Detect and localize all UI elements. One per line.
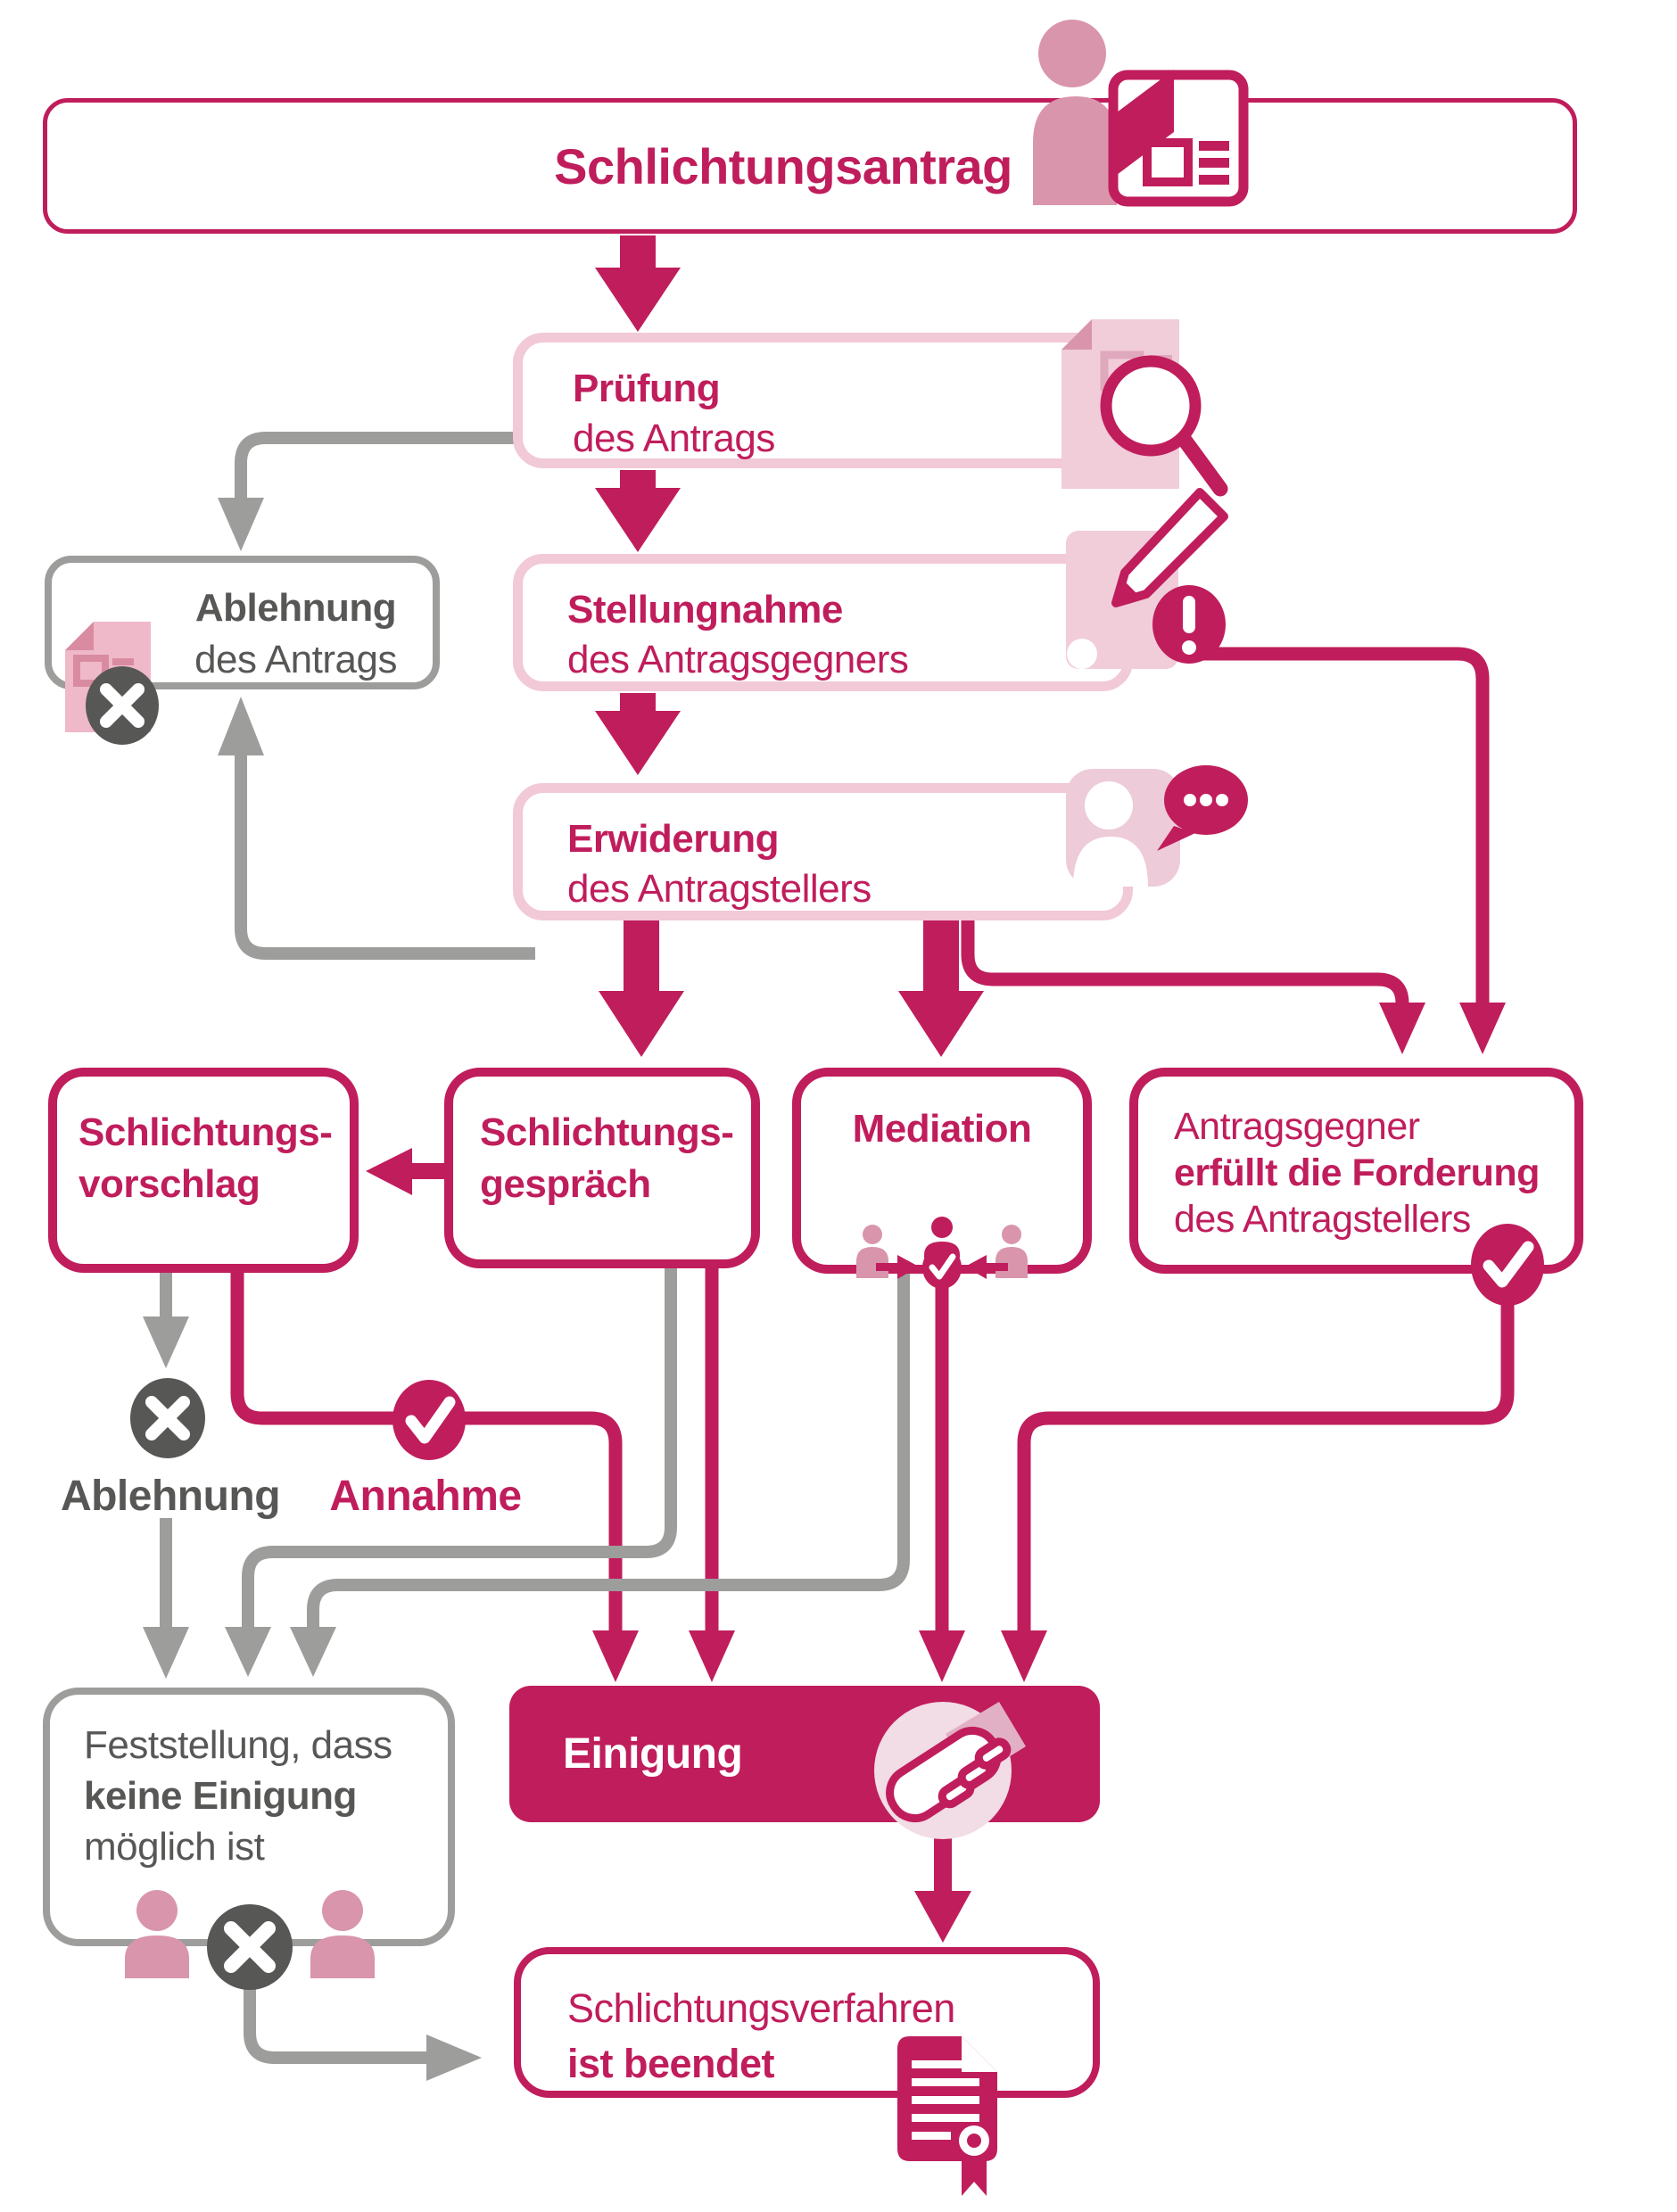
path-erwiderung-to-ablehnung [235, 754, 535, 960]
node-feststellung-line2: keine Einigung [84, 1774, 357, 1818]
arrowhead [592, 1630, 639, 1682]
arrowhead [1001, 1630, 1047, 1682]
node-pruefung-line2: des Antrags [573, 417, 775, 460]
path-gespraech-to-feststellung [242, 1258, 677, 1629]
arrowhead [595, 488, 681, 552]
arrowhead [426, 2035, 482, 2081]
arrowhead [898, 991, 984, 1057]
node-schlichtungsantrag-label: Schlichtungsantrag [554, 137, 1012, 194]
arrowhead [143, 1627, 189, 1679]
node-verfahren-beendet: Schlichtungsverfahren ist beendet [514, 1947, 1100, 2098]
node-schlichtungsgespraech: Schlichtungs- gespräch [444, 1068, 760, 1268]
check-circle-icon [392, 1380, 466, 1460]
path-feststellung-to-beendet [244, 1985, 426, 2064]
arrow-einigung-beendet [914, 1836, 971, 1943]
node-einigung-label: Einigung [563, 1730, 743, 1778]
node-pruefung-line1: Prüfung [573, 367, 721, 410]
node-schlichtungsantrag: Schlichtungsantrag [43, 98, 1577, 234]
node-pruefung: Prüfung des Antrags [513, 333, 1133, 468]
node-ablehnung-des-antrags: Ablehnung des Antrags [45, 556, 440, 689]
path-mediation-to-feststellung [307, 1271, 910, 1629]
arrowhead [218, 498, 264, 551]
label-annahme: Annahme [329, 1473, 522, 1520]
cross-circle-icon [130, 1378, 205, 1458]
node-stellungnahme-line1: Stellungnahme [567, 588, 843, 631]
node-schlichtungsvorschlag: Schlichtungs- vorschlag [48, 1068, 359, 1273]
label-ablehnung: Ablehnung [60, 1473, 281, 1520]
node-gespraech-line1: Schlichtungs- [480, 1110, 734, 1154]
node-erwiderung-line2: des Antragstellers [567, 867, 872, 911]
node-stellungnahme: Stellungnahme des Antragsgegners [513, 554, 1133, 691]
node-erwiderung: Erwiderung des Antragstellers [513, 783, 1133, 920]
node-erfuellung-line3: des Antragstellers [1174, 1198, 1471, 1241]
node-beendet-line2: ist beendet [567, 2041, 775, 2086]
arrowhead [290, 1627, 336, 1677]
node-feststellung-line1: Feststellung, dass [84, 1723, 392, 1767]
arrowhead [689, 1630, 735, 1682]
path-erfuellung-to-einigung [1017, 1300, 1515, 1632]
node-mediation-label: Mediation [852, 1107, 1032, 1151]
node-erfuellung-line1: Antragsgegner [1174, 1105, 1420, 1148]
path-stellungnahme-to-erfuellung [1124, 647, 1490, 1003]
node-vorschlag-line1: Schlichtungs- [78, 1110, 333, 1154]
node-erwiderung-line1: Erwiderung [567, 817, 780, 861]
arrowhead [595, 268, 681, 332]
node-stellungnahme-line2: des Antragsgegners [567, 638, 909, 681]
node-feststellung: Feststellung, dass keine Einigung möglic… [43, 1688, 455, 1946]
path-vorschlag-annahme-to-einigung [230, 1265, 623, 1632]
node-feststellung-line3: möglich ist [84, 1825, 265, 1869]
node-erfuellung-line2: erfüllt die Forderung [1174, 1151, 1540, 1194]
path-erwiderung-to-erfuellung [961, 910, 1409, 1004]
arrowhead [1379, 1003, 1425, 1054]
arrowhead [218, 697, 264, 755]
arrowhead [1459, 1003, 1506, 1054]
arrowhead [599, 991, 684, 1057]
arrow-gespraech-vorschlag [366, 1148, 444, 1195]
node-einigung: Einigung [509, 1686, 1100, 1822]
arrowhead [919, 1630, 965, 1682]
node-antragsgegner-erfuellt: Antragsgegner erfüllt die Forderung des … [1129, 1068, 1583, 1274]
node-vorschlag-line2: vorschlag [78, 1162, 260, 1206]
node-mediation: Mediation [792, 1068, 1092, 1274]
node-ablehnung-line1: Ablehnung [194, 586, 397, 630]
node-ablehnung-line2: des Antrags [194, 638, 397, 681]
arrowhead [595, 711, 681, 775]
node-gespraech-line2: gespräch [480, 1162, 651, 1206]
path-pruefung-to-ablehnung [235, 432, 517, 499]
node-beendet-line1: Schlichtungsverfahren [567, 1985, 955, 2031]
arrowhead [143, 1316, 189, 1368]
arrowhead [225, 1627, 271, 1677]
